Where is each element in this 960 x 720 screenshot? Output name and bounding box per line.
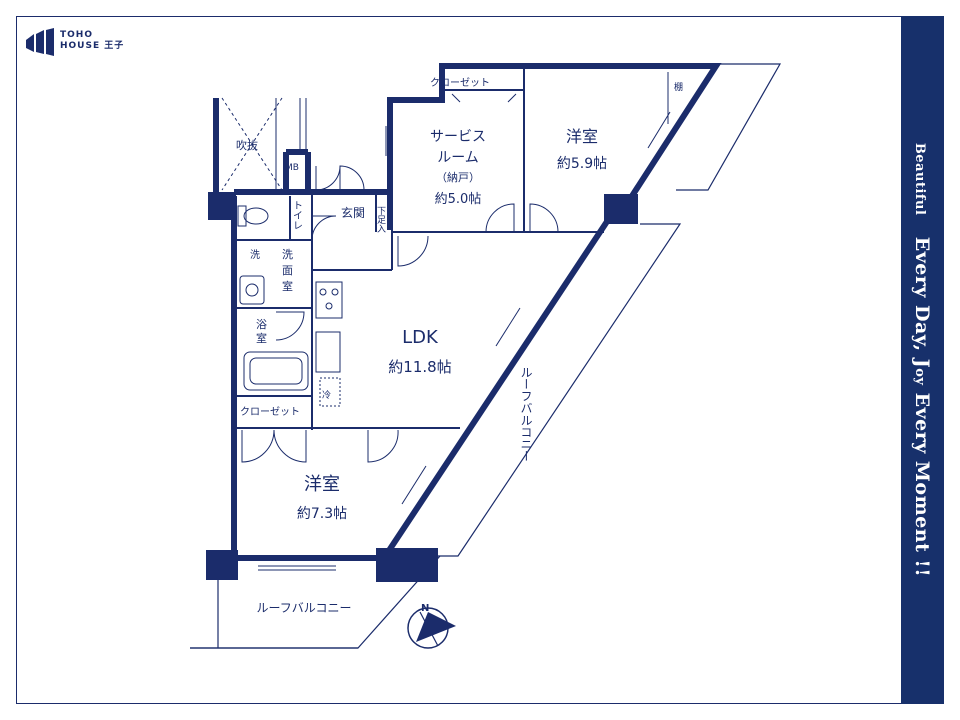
label-service-1: サービス [430, 129, 486, 145]
brand-line-2: HOUSE 王子 [60, 41, 125, 51]
label-ldk-size: 約11.8帖 [388, 358, 451, 376]
label-service-2: ルーム [437, 150, 479, 166]
label-roof-balcony-bottom: ルーフバルコニー [256, 601, 351, 615]
label-western-bottom-size: 約7.3帖 [297, 506, 347, 522]
label-closet-top: クローゼット [430, 77, 490, 89]
label-washroom-3: 室 [282, 279, 293, 293]
balcony-outline [190, 63, 782, 649]
void-area [221, 97, 283, 191]
label-closet-mid: クローゼット [240, 406, 300, 418]
brand-name: TOHO HOUSE 王子 [60, 30, 124, 52]
windows [258, 111, 671, 571]
tagline-panel [901, 16, 944, 704]
void-outline [213, 98, 307, 196]
label-western-top: 洋室 [566, 127, 598, 146]
compass-north-label: N [421, 603, 430, 614]
fixtures [237, 72, 669, 407]
columns [206, 192, 638, 582]
door-swings [241, 165, 559, 463]
label-mb: MB [285, 163, 299, 173]
label-ldk: LDK [402, 327, 439, 348]
label-washroom-1: 洗 [282, 248, 293, 261]
label-shoe-cabinet: 下足入 [375, 206, 386, 233]
label-fridge: 冷 [322, 389, 331, 401]
label-entrance: 玄関 [341, 205, 365, 220]
label-toilet: トイレ [291, 200, 303, 230]
label-bath-2: 室 [256, 331, 267, 345]
label-shelf: 棚 [674, 81, 683, 93]
interior-walls [234, 66, 604, 430]
label-western-bottom: 洋室 [304, 474, 340, 495]
label-roof-balcony-right: ルーフバルコニー [519, 366, 533, 462]
label-washroom-2: 面 [282, 264, 293, 277]
label-western-top-size: 約5.9帖 [557, 156, 607, 172]
toho-logo-icon [26, 28, 54, 56]
brand-line-1: TOHO [60, 30, 93, 40]
label-wash: 洗 [250, 249, 260, 261]
label-service-size: 約5.0帖 [435, 192, 482, 207]
label-fukinuke: 吹抜 [236, 138, 258, 152]
label-service-3: （納戸） [436, 171, 480, 184]
compass-icon [407, 607, 456, 649]
label-bath-1: 浴 [256, 318, 267, 331]
